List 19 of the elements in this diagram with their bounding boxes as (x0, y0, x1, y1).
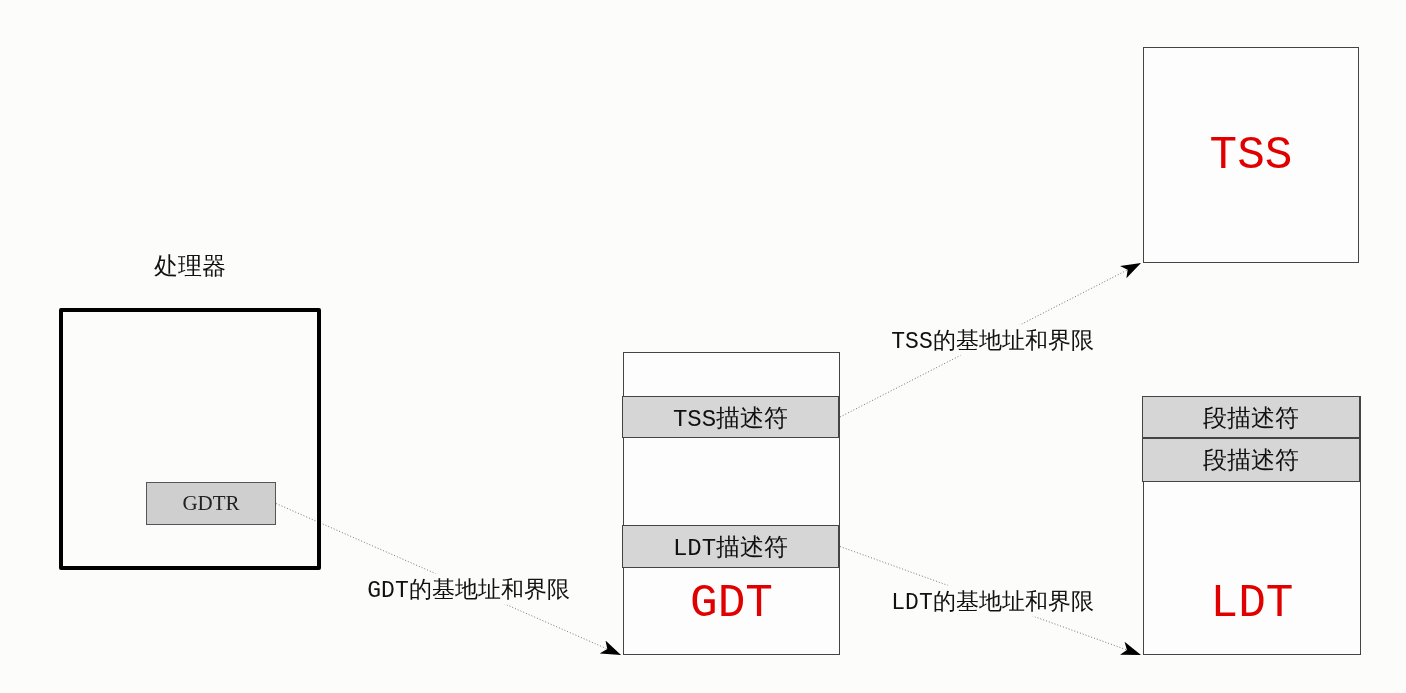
segment-box (1143, 47, 1359, 263)
register-box (146, 482, 276, 525)
heading: 处理器 (153, 251, 227, 282)
edge-label: TSS的基地址和界限 (889, 324, 1096, 356)
descriptor-label: TSS描述符 (671, 405, 790, 434)
table-box (623, 352, 840, 655)
descriptor-row (1142, 438, 1360, 482)
table-title: LDT (1209, 578, 1295, 630)
descriptor-row (1142, 396, 1360, 438)
table-title: GDT (689, 578, 774, 630)
table-title: TSS (1208, 130, 1294, 182)
register-name: GDTR (181, 491, 241, 516)
descriptor-row (622, 396, 839, 438)
descriptor-row (622, 525, 839, 568)
descriptor-label: 段描述符 (1202, 405, 1300, 434)
descriptor-label: LDT描述符 (671, 534, 790, 563)
table-box (1143, 396, 1361, 655)
descriptor-label: 段描述符 (1202, 447, 1300, 476)
edge-label: GDT的基地址和界限 (365, 573, 572, 605)
